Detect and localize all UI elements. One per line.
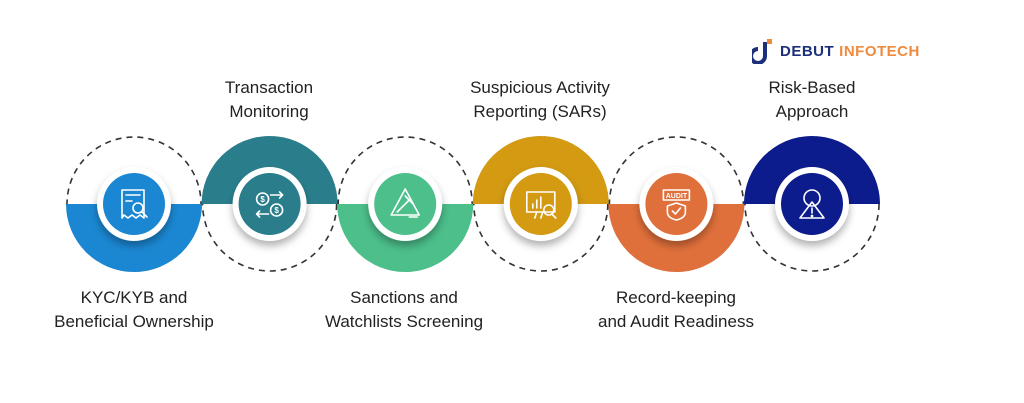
icon-disc xyxy=(238,173,301,235)
label-line: Beneficial Ownership xyxy=(54,312,214,331)
label-line: Suspicious Activity xyxy=(470,78,610,97)
step-3 xyxy=(337,136,474,272)
label-line: Sanctions and xyxy=(350,288,458,307)
step-6 xyxy=(744,136,880,272)
label-line: KYC/KYB and xyxy=(80,288,188,307)
gavel-warning-icon xyxy=(390,188,420,218)
document-search-icon xyxy=(121,189,148,219)
step-label-records: Record-keeping and Audit Readiness xyxy=(556,286,796,334)
risk-warning-gear-icon xyxy=(799,189,825,219)
step-1 xyxy=(66,136,202,272)
svg-text:AUDIT: AUDIT xyxy=(666,193,688,200)
logo: DEBUT INFOTECH xyxy=(752,38,920,64)
audit-shield-icon: AUDIT xyxy=(662,189,691,221)
logo-brand: DEBUT xyxy=(780,42,835,60)
report-chart-icon xyxy=(526,191,557,219)
label-line: and Audit Readiness xyxy=(598,312,754,331)
label-line: Reporting (SARs) xyxy=(473,102,607,121)
label-line: Monitoring xyxy=(229,102,309,121)
svg-text:$: $ xyxy=(274,206,279,215)
label-line: Watchlists Screening xyxy=(324,312,484,331)
step-5: AUDIT xyxy=(608,136,745,272)
money-transfer-icon: $$ xyxy=(255,191,284,218)
label-line: Record-keeping xyxy=(615,288,736,307)
step-4 xyxy=(472,136,609,272)
step-2: $$ xyxy=(201,136,338,272)
label-line: Approach xyxy=(775,102,849,121)
logo-brand-2: INFOTECH xyxy=(839,42,920,60)
svg-text:$: $ xyxy=(260,195,265,204)
icon-disc xyxy=(781,173,843,235)
logo-mark-icon xyxy=(752,39,772,64)
label-line: Risk-Based xyxy=(768,78,856,97)
label-line: Transaction xyxy=(224,78,314,97)
icon-disc xyxy=(645,173,708,235)
